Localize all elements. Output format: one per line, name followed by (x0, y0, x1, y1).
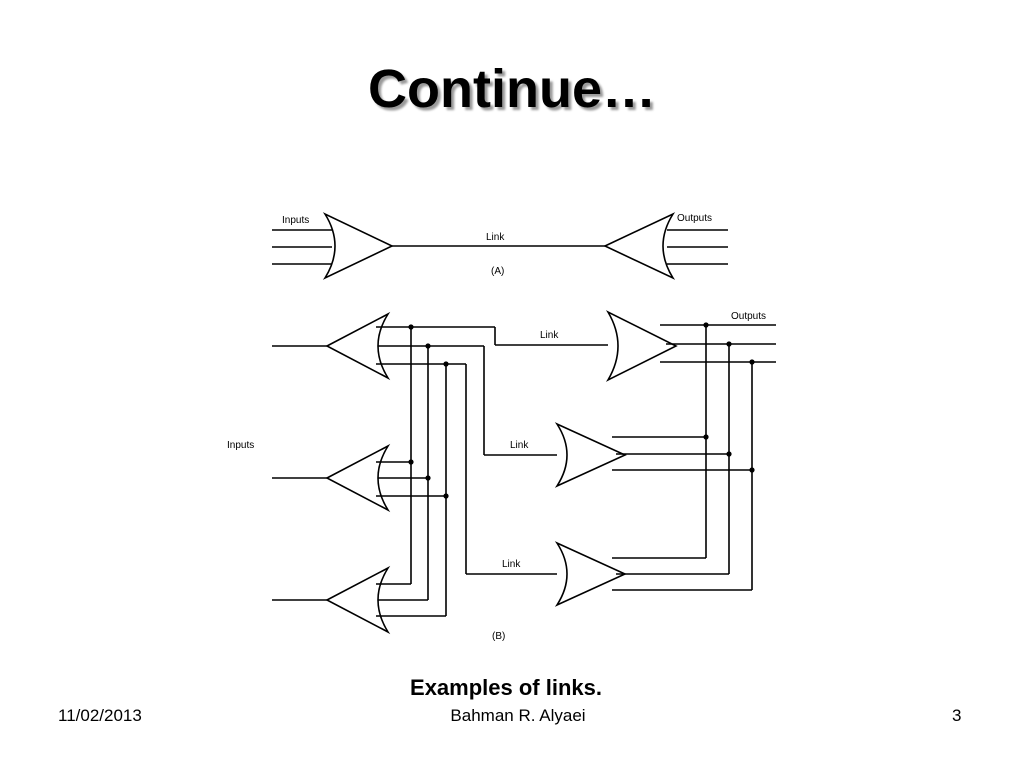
footer-page-number: 3 (952, 706, 962, 725)
diagram-a-outputs-label: Outputs (677, 213, 712, 224)
diagram-b-right-wiring (612, 324, 776, 591)
diagram-b-left-gates (272, 311, 391, 635)
diagram-a-multiplexer-shape (322, 212, 394, 280)
footer-author: Bahman R. Alyaei (450, 706, 586, 725)
diagram-b-outputs-label: Outputs (731, 311, 766, 322)
footer-date: 11/02/2013 (58, 706, 142, 725)
diagram-b-junction-dots (408, 322, 755, 499)
diagram-b-right-gates (554, 310, 678, 607)
diagram-a-inputs-label: Inputs (282, 215, 309, 226)
diagram-b-inputs-label: Inputs (227, 440, 254, 451)
diagram-a-part-label: (A) (491, 266, 504, 277)
slide-title: Continue… (368, 59, 656, 119)
diagram-b-link-label-2: Link (510, 440, 529, 451)
figure-caption: Examples of links. (410, 675, 602, 700)
diagram-b-left-wiring (376, 326, 608, 617)
diagram-a-input-lines (272, 229, 332, 265)
diagram-a-link-label: Link (486, 232, 505, 243)
diagram-b-link-label-3: Link (502, 559, 521, 570)
diagram-a-demultiplexer-shape (603, 212, 676, 280)
diagram-b-part-label: (B) (492, 631, 505, 642)
diagram-a-output-lines (667, 229, 728, 265)
diagram-b-link-label-1: Link (540, 330, 559, 341)
